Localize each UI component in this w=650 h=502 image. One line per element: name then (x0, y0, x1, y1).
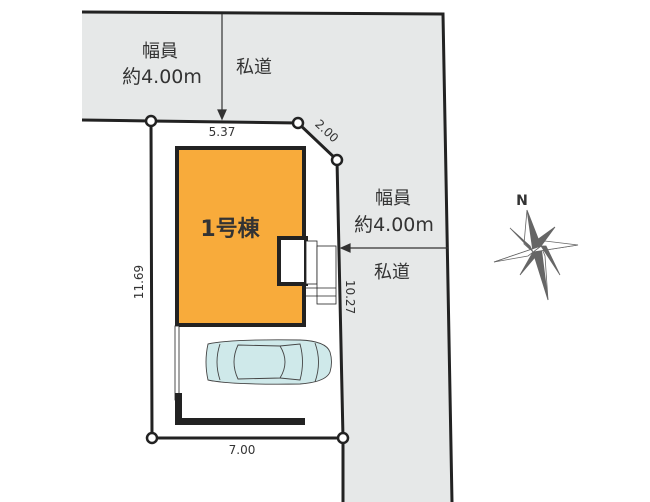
road-area (82, 12, 452, 502)
road-top-width-label: 幅員 (142, 41, 178, 62)
entrance-step (316, 245, 337, 305)
building-label: 1号棟 (200, 216, 260, 242)
dimension-right: 10.27 (343, 280, 357, 314)
wall-left (175, 393, 182, 425)
road-width-arrow-top (217, 14, 227, 121)
dimension-bottom: 7.00 (229, 443, 256, 457)
road-right-width-value: 約4.00m (354, 214, 434, 236)
road-top-edge (81, 118, 152, 123)
entrance-eave (305, 240, 318, 285)
dimension-left: 11.69 (132, 265, 146, 299)
road-outer-edge (81, 10, 454, 502)
road-width-arrow-right (339, 243, 448, 253)
entrance-recess (277, 236, 308, 286)
road-right-width-label: 幅員 (375, 188, 411, 209)
compass-north-label: N (516, 193, 528, 209)
road-top-width-value: 約4.00m (122, 66, 202, 88)
wall-bottom (175, 418, 305, 425)
lot-corner-markers (144, 114, 350, 445)
car-icon (205, 339, 332, 385)
road-right-type: 私道 (374, 262, 410, 283)
road-top-type: 私道 (236, 57, 272, 78)
compass-rose-icon (493, 209, 579, 301)
fence-thin (174, 325, 180, 401)
dimension-top: 5.37 (209, 125, 236, 139)
